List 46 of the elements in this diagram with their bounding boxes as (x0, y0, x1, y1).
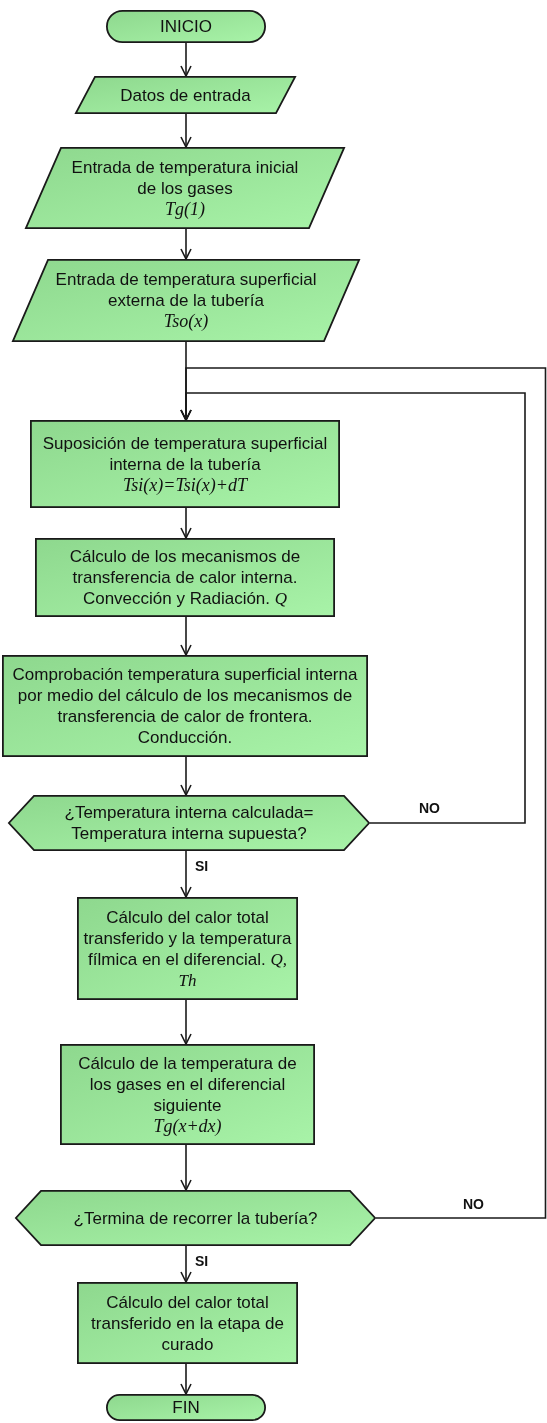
input-parallelogram (12, 259, 360, 342)
arrow (180, 1245, 192, 1283)
step-text: Cálculo del calor total transferido y la temperatura fílmica en el diferencial. Q, Th (83, 906, 292, 991)
edge-label: SI (194, 858, 210, 874)
edge-label: SI (194, 1253, 210, 1269)
arrow (180, 228, 192, 260)
edge-label: NO (462, 1196, 485, 1212)
arrow (180, 367, 547, 1219)
decision-hexagon (15, 1190, 376, 1246)
formula-text: Tso(x) (163, 311, 209, 332)
arrow (180, 850, 192, 898)
process-box (60, 1044, 315, 1145)
edge-label: NO (418, 800, 441, 816)
step-text: Entrada de temperatura inicial de los gases (70, 156, 300, 199)
arrow (180, 756, 192, 796)
terminal-box (106, 10, 266, 43)
step-text: Cálculo de la temperatura de los gases en el diferencial siguiente (77, 1052, 298, 1116)
formula-text: Tsi(x)=Tsi(x)+dT (123, 474, 247, 496)
step-text: Datos de entrada (120, 84, 251, 106)
arrow (180, 1144, 192, 1191)
arrow (180, 42, 192, 77)
process-box (30, 420, 340, 508)
step-text: Comprobación temperatura superficial interna por medio del cálculo de los mecanismos de transferencia de calor de frontera. Conducción. (11, 664, 359, 748)
arrow (180, 113, 192, 148)
arrow (180, 999, 192, 1045)
process-box (77, 897, 298, 1000)
input-parallelogram (75, 76, 296, 114)
process-box (77, 1282, 298, 1364)
step-text: ¿Termina de recorrer la tubería? (73, 1207, 318, 1229)
step-text: Cálculo de los mecanismos de transferencia de calor interna. Convección y Radiación. Q (68, 546, 302, 609)
arrow (180, 1363, 192, 1395)
step-text: Suposición de temperatura superficial interna de la tubería (41, 432, 329, 475)
input-parallelogram (25, 147, 345, 229)
step-text: FIN (172, 1397, 200, 1418)
step-text: ¿Temperatura interna calculada= Temperatura interna supuesta? (63, 802, 315, 844)
step-text: Entrada de temperatura superficial externa de la tubería (54, 269, 318, 311)
formula-text: Tg(1) (165, 198, 205, 220)
formula-text: Tg(x+dx) (153, 1115, 222, 1137)
process-box (35, 538, 335, 617)
step-text: INICIO (160, 16, 212, 37)
step-text: Cálculo del calor total transferido en la etapa de curado (90, 1291, 285, 1355)
decision-hexagon (8, 795, 370, 851)
arrow (180, 616, 192, 656)
terminal-box (106, 1394, 266, 1421)
process-box (2, 655, 368, 757)
arrow (180, 507, 192, 539)
